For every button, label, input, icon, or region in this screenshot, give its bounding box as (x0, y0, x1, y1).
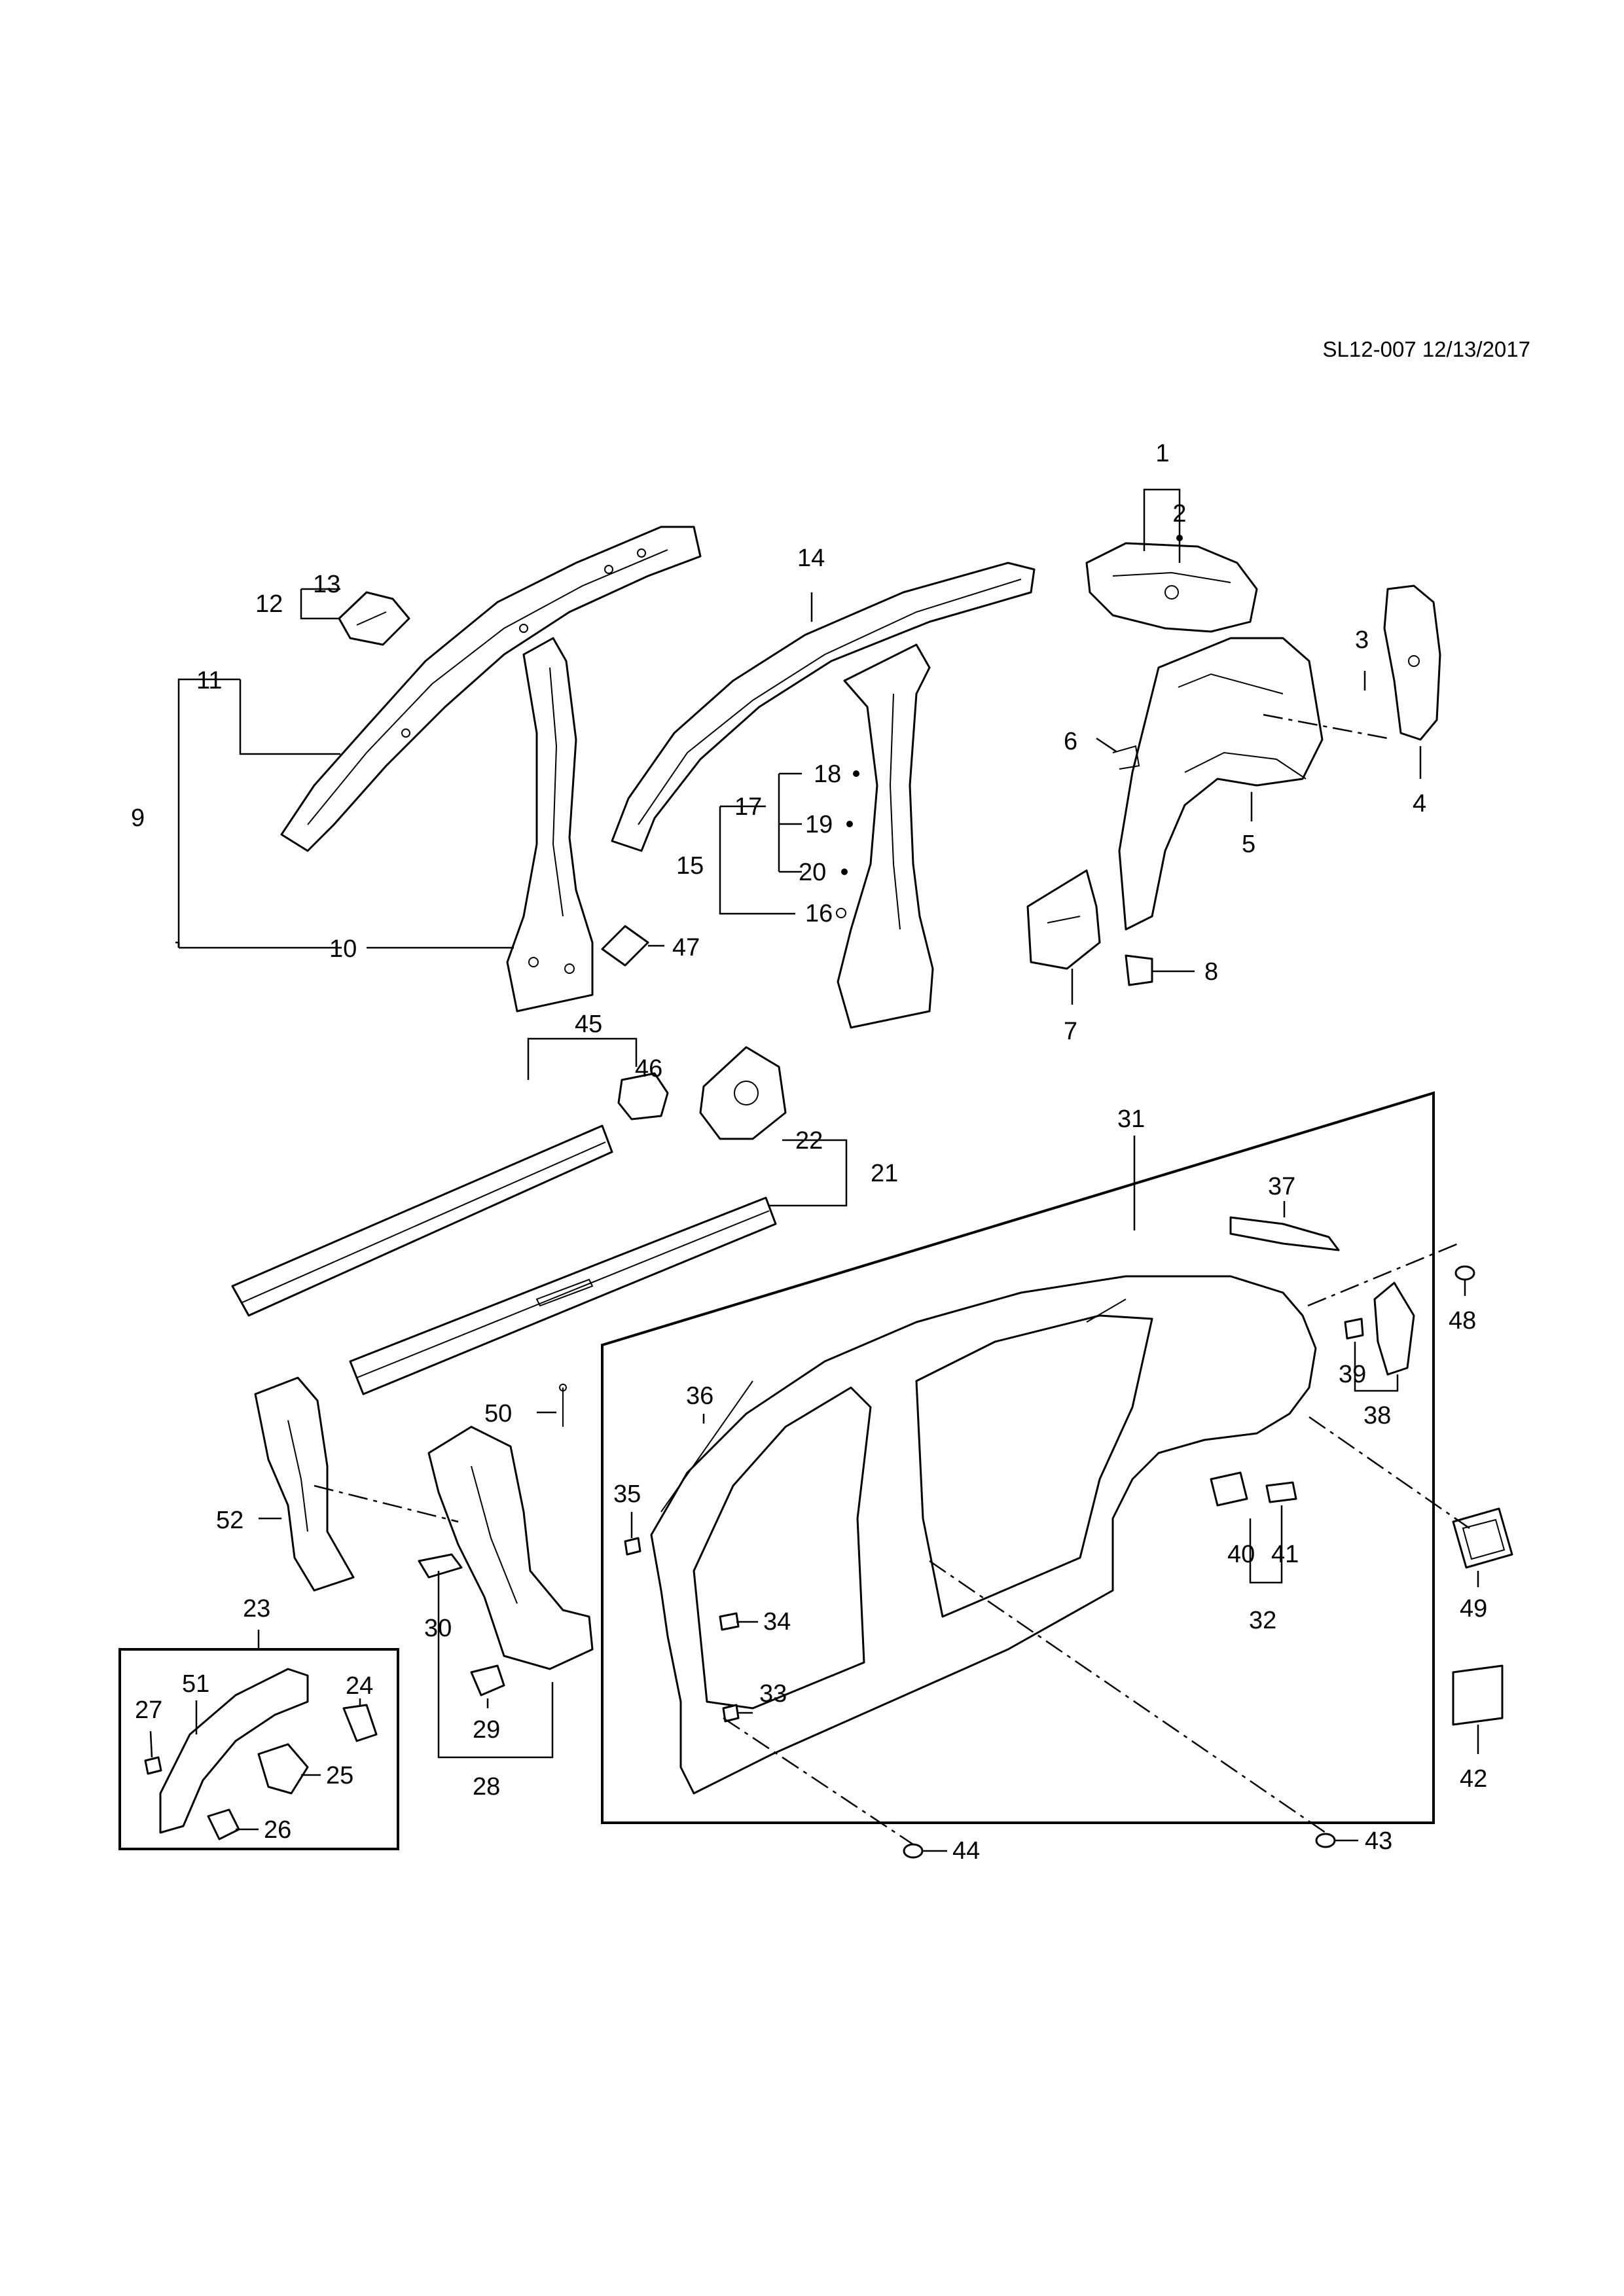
callout-44: 44 (952, 1837, 980, 1865)
part-fuel-door-49 (1452, 1507, 1513, 1569)
part-fastener-50 (559, 1384, 567, 1427)
callout-19: 19 (805, 811, 833, 838)
callout-47: 47 (672, 934, 700, 961)
part-bracket-38 (1373, 1282, 1415, 1376)
callout-24: 24 (346, 1672, 373, 1700)
callout-3: 3 (1355, 626, 1369, 654)
part-strip-36 (660, 1380, 753, 1513)
callout-23: 23 (243, 1595, 270, 1623)
callout-39: 39 (1339, 1361, 1366, 1388)
part-wheelhouse-front-51 (159, 1668, 309, 1834)
part-plug-44 (903, 1843, 924, 1859)
part-roof-side-rail-middle (611, 562, 1036, 852)
callout-37: 37 (1268, 1173, 1295, 1200)
part-plug-43 (1315, 1833, 1336, 1848)
callout-13: 13 (313, 571, 340, 598)
assembly-dash-lines (314, 713, 1470, 1846)
callout-36: 36 (686, 1382, 713, 1410)
part-bracket-26 (207, 1808, 240, 1840)
part-clip-34 (719, 1612, 740, 1631)
leader-lines (149, 488, 1479, 1852)
part-plug-48 (1454, 1265, 1475, 1281)
part-inner-plate-7 (1026, 869, 1101, 970)
callout-33: 33 (759, 1680, 787, 1708)
group-frame-31 (601, 1091, 1435, 1824)
callout-10: 10 (329, 935, 357, 963)
callout-labels: 1 2 3 4 5 6 7 8 9 10 11 12 13 14 15 16 1… (131, 440, 1487, 1865)
callout-46: 46 (635, 1055, 662, 1083)
part-front-pillar-lower-28 (427, 1426, 594, 1670)
part-strip-37 (1229, 1216, 1340, 1251)
callout-43: 43 (1365, 1827, 1392, 1855)
callout-15: 15 (676, 852, 704, 880)
part-brace-4 (1383, 584, 1441, 741)
callout-6: 6 (1064, 728, 1077, 755)
callout-5: 5 (1242, 831, 1255, 858)
part-center-pillar-16 (836, 643, 934, 1029)
callout-51: 51 (182, 1670, 209, 1698)
callout-27: 27 (135, 1696, 162, 1724)
part-clip-6 (1112, 745, 1140, 770)
part-clip-39 (1344, 1318, 1364, 1340)
callout-25: 25 (326, 1762, 353, 1789)
part-rocker-inner-45 (231, 1124, 613, 1317)
callout-21: 21 (871, 1160, 898, 1187)
callout-32: 32 (1249, 1607, 1276, 1634)
part-bracket-30 (418, 1553, 463, 1579)
sheet-id: SL12-007 12/13/2017 (1323, 337, 1530, 361)
callout-28: 28 (473, 1773, 500, 1801)
callout-29: 29 (473, 1716, 500, 1744)
part-clip-33 (722, 1704, 740, 1723)
part-roof-side-rail-left (280, 526, 702, 852)
part-bracket-8 (1125, 954, 1153, 986)
callout-20: 20 (799, 859, 826, 886)
part-rocker-extension-22 (699, 1046, 787, 1140)
callout-34: 34 (763, 1608, 791, 1636)
callout-12: 12 (255, 590, 283, 618)
part-front-pillar-10 (506, 637, 594, 1013)
callout-16: 16 (805, 900, 833, 927)
callout-35: 35 (613, 1480, 641, 1508)
part-gusset-46 (617, 1072, 669, 1121)
part-label-42 (1452, 1664, 1504, 1726)
callout-17: 17 (734, 793, 762, 821)
callout-31: 31 (1117, 1105, 1145, 1133)
callout-42: 42 (1460, 1765, 1487, 1793)
callout-7: 7 (1064, 1018, 1077, 1045)
part-hinge-reinforcement-52 (254, 1376, 355, 1592)
callout-1: 1 (1155, 440, 1169, 467)
part-clip-27 (144, 1756, 162, 1775)
callout-41: 41 (1271, 1541, 1299, 1568)
callout-8: 8 (1204, 958, 1218, 986)
callout-2: 2 (1172, 500, 1186, 528)
callout-14: 14 (797, 545, 825, 572)
callout-22: 22 (795, 1127, 823, 1155)
callout-26: 26 (264, 1816, 291, 1844)
part-bracket-29 (470, 1664, 505, 1696)
callout-50: 50 (484, 1400, 512, 1427)
callout-9: 9 (131, 804, 145, 832)
part-clip-35 (624, 1537, 641, 1556)
callout-38: 38 (1363, 1402, 1391, 1429)
part-pad-47 (601, 925, 649, 967)
part-body-side-outer-31 (650, 1275, 1317, 1795)
callout-48: 48 (1449, 1307, 1476, 1335)
callout-45: 45 (575, 1011, 602, 1038)
part-rocker-outer-21 (349, 1196, 777, 1395)
callout-30: 30 (424, 1615, 452, 1642)
callout-40: 40 (1227, 1541, 1255, 1568)
part-bracket-24 (342, 1704, 378, 1742)
callout-52: 52 (216, 1507, 244, 1534)
part-rear-upper-panel-1 (1085, 542, 1258, 633)
part-bracket-41 (1265, 1481, 1297, 1503)
callout-11: 11 (196, 667, 222, 694)
callout-4: 4 (1413, 790, 1426, 817)
part-bracket-13 (338, 591, 410, 646)
part-bracket-25 (257, 1743, 309, 1795)
callout-49: 49 (1460, 1595, 1487, 1623)
callout-18: 18 (814, 761, 841, 788)
part-bracket-40 (1210, 1471, 1248, 1507)
part-rear-wheelhouse-5 (1118, 637, 1324, 931)
